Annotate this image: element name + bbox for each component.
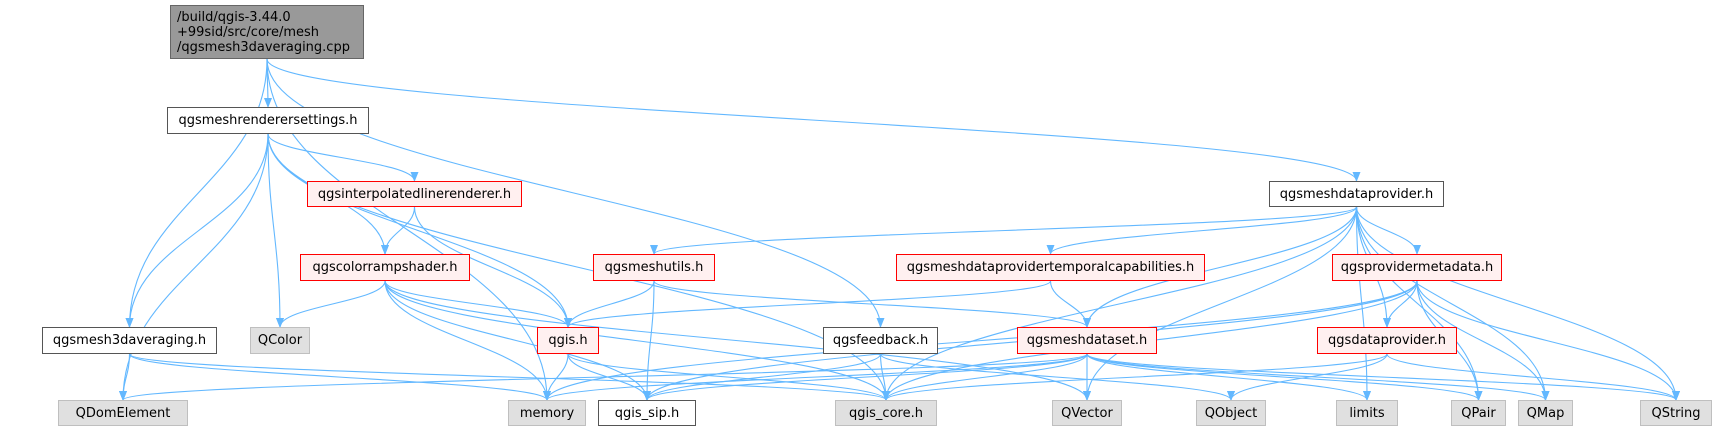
edge-dataprovider-to-dataset [1083, 206, 1358, 328]
edge-dataprovider-to-qgis_core [882, 206, 1358, 401]
edge-meshutils-to-qgis [564, 280, 655, 328]
edge-dataset-to-qstring [1086, 353, 1680, 401]
edge-colorramp-to-memory [384, 280, 551, 401]
node-memory: memory [508, 400, 586, 426]
node-qgis-sip[interactable]: qgis_sip.h [598, 400, 696, 426]
edge-qgsdataprovider-to-qgis_core [882, 353, 1388, 401]
edge-dataset-to-qgis_core [882, 353, 1088, 401]
node-qgsmeshutils[interactable]: qgsmeshutils.h [593, 254, 715, 281]
edge-renderersettings-to-qdomelement [119, 133, 269, 401]
edge-meshutils-to-dataset [653, 280, 1091, 328]
node-qvector: QVector [1052, 400, 1122, 426]
node-qmap: QMap [1518, 400, 1573, 426]
edge-providermeta-to-qstring [1416, 280, 1680, 401]
node-qgis-core: qgis_core.h [835, 400, 937, 426]
edge-providermeta-to-qgsdataprovider [1383, 280, 1418, 328]
edge-root-to-averaging [125, 58, 268, 328]
edge-layer [119, 58, 1680, 401]
edge-dataset-to-limits [1086, 353, 1371, 401]
edge-dataset-to-memory [543, 353, 1088, 401]
edge-dataset-to-qdomelement [119, 353, 1088, 401]
edge-meshutils-to-qgis_sip [643, 280, 655, 401]
node-qstring: QString [1640, 400, 1712, 426]
edge-qgis-to-memory [543, 353, 569, 401]
edge-qgsdataprovider-to-qstring [1386, 353, 1680, 401]
node-root-file: /build/qgis-3.44.0 +99sid/src/core/mesh … [170, 5, 364, 59]
edge-colorramp-to-qvector [384, 280, 1091, 401]
edge-dataprovider-to-qpair [1355, 206, 1483, 401]
edge-interpolated-to-colorramp [381, 206, 416, 255]
edge-providermeta-to-qmap [1416, 280, 1550, 401]
node-qgsmeshdataprovidertemporalcapabilities[interactable]: qgsmeshdataprovidertemporalcapabilities.… [896, 254, 1205, 281]
node-qgsmeshrenderersettings[interactable]: qgsmeshrenderersettings.h [167, 107, 369, 134]
edge-providermeta-to-memory [543, 280, 1418, 401]
edge-colorramp-to-qcolor [276, 280, 386, 328]
node-qgsmesh3daveraging[interactable]: qgsmesh3daveraging.h [42, 327, 217, 354]
edge-dataprovider-to-qvector [1083, 206, 1358, 401]
edge-colorramp-to-qgis_core [384, 280, 890, 401]
edge-qgis-to-qgis_core [567, 353, 890, 401]
edge-dataprovider-to-qstring [1355, 206, 1680, 401]
edge-dataset-to-qgis_sip [643, 353, 1088, 401]
edge-dataset-to-qpair [1086, 353, 1483, 401]
edge-root-to-dataprovider [266, 58, 1361, 182]
node-qgsinterpolatedlinerenderer[interactable]: qgsinterpolatedlinerenderer.h [307, 181, 522, 207]
node-qcolor: QColor [250, 327, 310, 354]
node-qobject: QObject [1196, 400, 1266, 426]
node-qgsprovidermetadata[interactable]: qgsprovidermetadata.h [1332, 254, 1502, 281]
edge-renderersettings-to-qgis [267, 133, 572, 328]
edge-renderersettings-to-interpolated [267, 133, 419, 182]
node-limits: limits [1336, 400, 1398, 426]
edge-interpolated-to-qgis [413, 206, 572, 328]
node-qgsfeedback[interactable]: qgsfeedback.h [823, 327, 938, 354]
node-qgsmeshdataset[interactable]: qgsmeshdataset.h [1017, 327, 1157, 354]
edge-dataprovider-to-providermeta [1355, 206, 1421, 255]
edge-dataprovider-to-limits [1355, 206, 1371, 401]
edge-renderersettings-to-averaging [125, 133, 269, 328]
edge-root-to-feedback [266, 58, 885, 328]
edge-averaging-to-memory [128, 353, 551, 401]
node-qpair: QPair [1451, 400, 1506, 426]
edge-dataprovider-to-qmap [1355, 206, 1550, 401]
node-qgis[interactable]: qgis.h [537, 327, 599, 354]
edge-temporal-to-qgis [564, 280, 1052, 328]
edge-colorramp-to-qgis [384, 280, 572, 328]
edge-dataset-to-qmap [1086, 353, 1550, 401]
edge-dataprovider-to-meshutils [650, 206, 1358, 255]
edge-feedback-to-qgis_sip [643, 353, 882, 401]
node-qgsmeshdataprovider[interactable]: qgsmeshdataprovider.h [1269, 181, 1444, 207]
node-qgsdataprovider[interactable]: qgsdataprovider.h [1317, 327, 1457, 354]
node-qdomelement: QDomElement [58, 400, 188, 426]
edge-qgsdataprovider-to-qobject [1227, 353, 1388, 401]
edge-averaging-to-qgis_core [128, 353, 890, 401]
node-qgscolorrampshader[interactable]: qgscolorrampshader.h [300, 254, 470, 281]
edge-colorramp-to-qgis_sip [384, 280, 651, 401]
edge-feedback-to-qobject [879, 353, 1235, 401]
edge-dataprovider-to-temporal [1046, 206, 1358, 255]
edge-renderersettings-to-qcolor [267, 133, 284, 328]
